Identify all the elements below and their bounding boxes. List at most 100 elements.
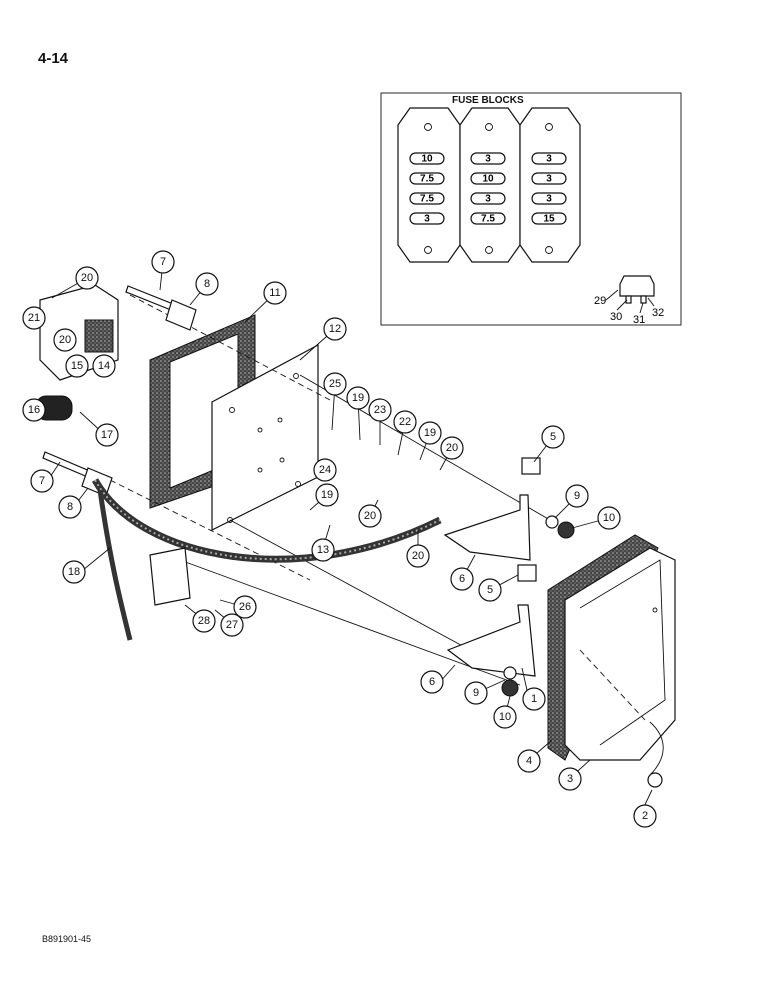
fuse-box-cover: [564, 547, 676, 761]
svg-text:7: 7: [160, 256, 166, 268]
callout: 13: [311, 538, 335, 562]
callout: 20: [440, 436, 464, 460]
fuse-slot: 10: [409, 152, 445, 165]
svg-text:3: 3: [485, 194, 491, 205]
svg-text:23: 23: [374, 404, 386, 416]
svg-text:3: 3: [424, 214, 430, 225]
fuse-callout-29: 29: [594, 295, 606, 307]
svg-text:8: 8: [204, 278, 210, 290]
callout: 22: [393, 410, 417, 434]
callout: 3: [558, 767, 582, 791]
svg-text:11: 11: [269, 287, 280, 299]
callout: 28: [192, 609, 216, 633]
callout: 7: [151, 250, 175, 274]
svg-text:19: 19: [352, 392, 364, 404]
fuse-slot: 7.5: [409, 172, 445, 185]
svg-text:5: 5: [487, 584, 493, 596]
svg-text:7.5: 7.5: [481, 214, 495, 225]
svg-text:8: 8: [67, 501, 73, 513]
svg-text:22: 22: [399, 416, 411, 428]
mounting-bracket: [443, 494, 531, 561]
callout: 5: [541, 425, 565, 449]
callout: 25: [323, 372, 347, 396]
inset-frame: [380, 92, 682, 326]
callout: 17: [95, 423, 119, 447]
svg-text:6: 6: [429, 676, 435, 688]
callout: 1: [522, 687, 546, 711]
svg-text:6: 6: [459, 573, 465, 585]
document-code: B891901-45: [42, 934, 92, 944]
callout: 7: [30, 469, 54, 493]
callout: 19: [315, 483, 339, 507]
svg-text:9: 9: [574, 490, 580, 502]
fuse-slot: 7.5: [470, 212, 506, 225]
callout: 6: [450, 567, 474, 591]
svg-text:27: 27: [226, 619, 238, 631]
page-number: 4-14: [38, 50, 69, 67]
fuse-callout-31: 31: [633, 314, 645, 326]
callout: 19: [418, 421, 442, 445]
callout: 6: [420, 670, 444, 694]
svg-text:19: 19: [321, 489, 333, 501]
svg-text:19: 19: [424, 427, 436, 439]
callout: 20: [75, 266, 99, 290]
svg-text:3: 3: [546, 194, 552, 205]
callout: 26: [233, 595, 257, 619]
svg-text:4: 4: [526, 755, 532, 767]
svg-text:14: 14: [98, 360, 110, 372]
callout: 9: [464, 681, 488, 705]
fuse-blocks-title: FUSE BLOCKS: [452, 95, 524, 106]
callout: 20: [53, 328, 77, 352]
fuse-callout-32: 32: [652, 307, 664, 319]
callout: 23: [368, 398, 392, 422]
callout: 4: [517, 749, 541, 773]
svg-text:2: 2: [642, 810, 648, 822]
svg-text:18: 18: [68, 566, 80, 578]
svg-text:17: 17: [101, 429, 113, 441]
svg-text:3: 3: [485, 154, 491, 165]
callout: 5: [478, 578, 502, 602]
fuse-slot: 3: [470, 152, 506, 165]
callout: 16: [22, 398, 46, 422]
svg-text:26: 26: [239, 601, 251, 613]
svg-text:25: 25: [329, 378, 341, 390]
svg-text:10: 10: [603, 512, 615, 524]
svg-text:15: 15: [71, 360, 83, 372]
svg-text:7: 7: [39, 475, 45, 487]
nut-clip: [517, 564, 537, 582]
wiring-harness: [91, 478, 442, 563]
svg-text:20: 20: [59, 334, 71, 346]
callout: 12: [323, 317, 347, 341]
fuse-callout-30: 30: [610, 311, 622, 323]
fuse-block-1: [397, 107, 461, 263]
svg-text:10: 10: [499, 711, 511, 723]
svg-text:13: 13: [317, 544, 329, 556]
svg-text:24: 24: [319, 464, 331, 476]
callout: 19: [346, 386, 370, 410]
nut-clip: [521, 457, 541, 475]
callout: 8: [195, 272, 219, 296]
callout: 20: [358, 504, 382, 528]
blade-fuse-icon: [605, 275, 655, 314]
fuse-slot: 3: [470, 192, 506, 205]
svg-text:3: 3: [546, 174, 552, 185]
callout: 15: [65, 354, 89, 378]
relay: [149, 547, 191, 606]
svg-text:16: 16: [28, 404, 40, 416]
callout: 21: [22, 306, 46, 330]
svg-text:20: 20: [81, 272, 93, 284]
svg-text:21: 21: [28, 312, 40, 324]
fuse-slot: 3: [531, 172, 567, 185]
callout: 20: [406, 544, 430, 568]
svg-text:1: 1: [531, 693, 537, 705]
callout: 2: [633, 804, 657, 828]
callout: 18: [62, 560, 86, 584]
svg-text:10: 10: [421, 154, 433, 165]
svg-text:7.5: 7.5: [420, 174, 434, 185]
fuse-block-2: [459, 107, 521, 263]
fuse-slot: 3: [409, 212, 445, 225]
callout: 9: [565, 484, 589, 508]
fuse-block-3: [519, 107, 581, 263]
fuse-slot: 3: [531, 192, 567, 205]
